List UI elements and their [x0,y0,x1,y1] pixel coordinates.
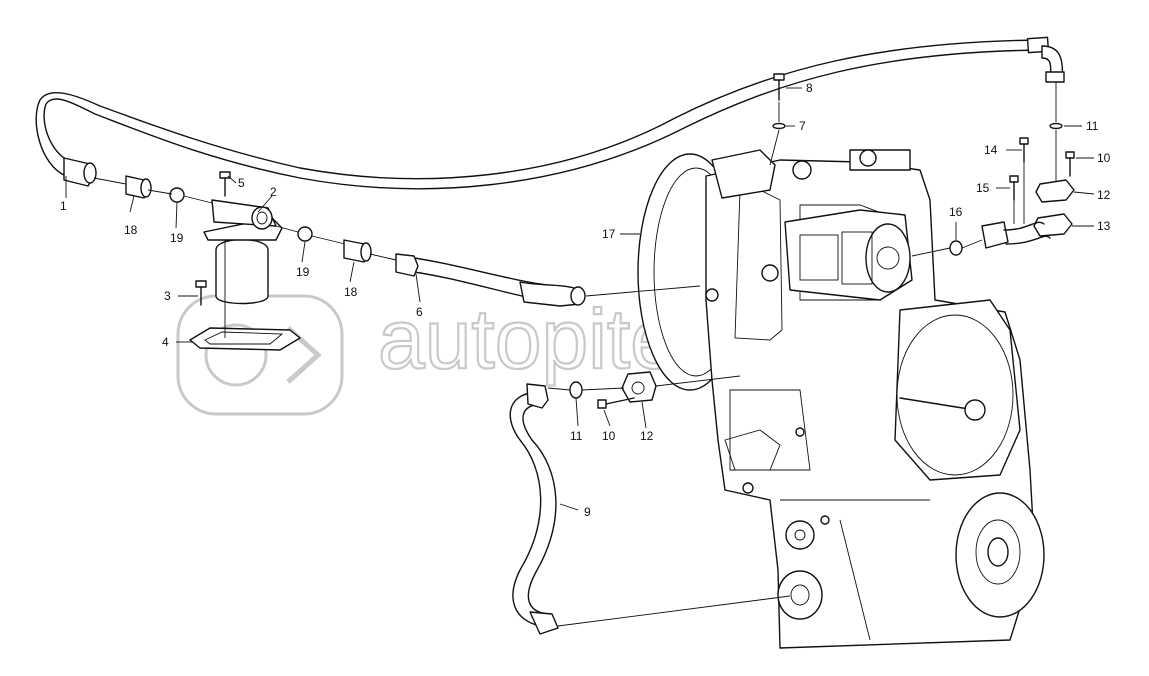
fitting-cluster-left [63,157,241,211]
callout-11-top: 11 [1086,119,1099,133]
callout-2: 2 [270,185,277,199]
callout-18-left: 18 [124,223,138,237]
callout-5: 5 [238,176,245,190]
callout-8: 8 [806,81,813,95]
callout-15: 15 [976,181,990,195]
callout-13: 13 [1097,219,1111,233]
callout-12-bottom: 12 [640,429,654,443]
callout-17: 17 [602,227,616,241]
callout-7: 7 [799,119,806,133]
callout-14: 14 [984,143,998,157]
watermark-logo [176,294,344,416]
callout-12-top: 12 [1097,188,1111,202]
callout-10-top: 10 [1097,151,1111,165]
callout-1: 1 [60,199,67,213]
callout-10-bottom: 10 [602,429,616,443]
callout-labels: 1 18 19 5 2 3 4 19 18 6 8 7 11 10 12 13 … [60,81,1111,519]
callout-16: 16 [949,205,963,219]
callout-18-right: 18 [344,285,358,299]
callout-4: 4 [162,335,169,349]
leader-lines [65,87,1095,511]
callout-11-bottom: 11 [570,429,583,443]
callout-9: 9 [584,505,591,519]
callout-19-left: 19 [170,231,184,245]
hose-6-assembly [343,239,701,307]
callout-3: 3 [164,289,171,303]
transmission-housing [637,149,1045,649]
callout-19-right: 19 [296,265,310,279]
callout-6: 6 [416,305,423,319]
upper-right-parts [769,73,1075,257]
filter-assembly [189,171,346,351]
